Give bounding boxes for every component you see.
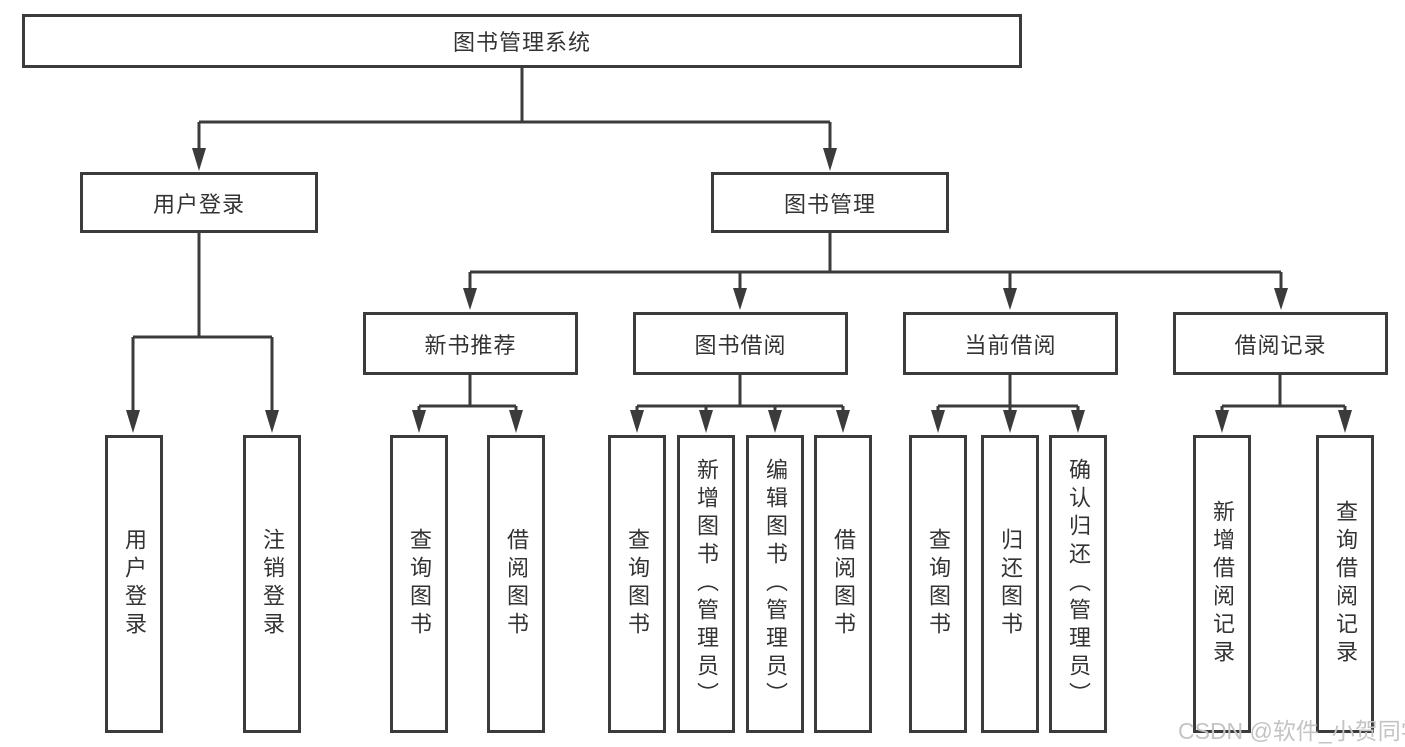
node-current-borrow: 当前借阅 [903, 312, 1118, 375]
leaf-current-query-books-label: 查询图书 [926, 528, 951, 640]
leaf-borrow-add-books-admin-label: 新增图书（管理员） [694, 458, 719, 710]
node-new-book-recommend-label: 新书推荐 [424, 332, 517, 358]
node-book-borrow: 图书借阅 [633, 312, 848, 375]
node-new-book-recommend: 新书推荐 [363, 312, 578, 375]
leaf-newbooks-borrow-books: 借阅图书 [487, 435, 545, 733]
leaf-borrow-borrow-books: 借阅图书 [814, 435, 872, 733]
leaf-borrow-add-books-admin: 新增图书（管理员） [677, 435, 735, 733]
leaf-user-login: 用户登录 [105, 435, 163, 733]
leaf-current-return-books: 归还图书 [981, 435, 1039, 733]
node-user-login-label: 用户登录 [152, 191, 245, 217]
leaf-records-add-record-label: 新增借阅记录 [1210, 500, 1235, 668]
leaf-newbooks-borrow-books-label: 借阅图书 [504, 528, 529, 640]
leaf-current-query-books: 查询图书 [909, 435, 967, 733]
leaf-user-login-label: 用户登录 [122, 528, 147, 640]
leaf-borrow-edit-books-admin-label: 编辑图书（管理员） [763, 458, 788, 710]
node-book-management-label: 图书管理 [783, 191, 876, 217]
leaf-records-query-record-label: 查询借阅记录 [1333, 500, 1358, 668]
leaf-newbooks-query-books-label: 查询图书 [407, 528, 432, 640]
leaf-current-return-books-label: 归还图书 [998, 528, 1023, 640]
leaf-borrow-borrow-books-label: 借阅图书 [831, 528, 856, 640]
leaf-current-confirm-return-admin-label: 确认归还（管理员） [1066, 458, 1091, 710]
node-book-management: 图书管理 [711, 172, 949, 233]
leaf-borrow-query-books-label: 查询图书 [625, 528, 650, 640]
leaf-borrow-edit-books-admin: 编辑图书（管理员） [746, 435, 804, 733]
leaf-records-add-record: 新增借阅记录 [1193, 435, 1251, 733]
leaf-current-confirm-return-admin: 确认归还（管理员） [1049, 435, 1107, 733]
leaf-borrow-query-books: 查询图书 [608, 435, 666, 733]
leaf-newbooks-query-books: 查询图书 [390, 435, 448, 733]
leaf-logout-label: 注销登录 [260, 528, 285, 640]
node-user-login: 用户登录 [80, 172, 318, 233]
node-borrow-records-label: 借阅记录 [1234, 332, 1327, 358]
node-root: 图书管理系统 [22, 14, 1022, 68]
node-current-borrow-label: 当前借阅 [964, 332, 1057, 358]
csdn-watermark: CSDN @软件_小贺同学 [1178, 718, 1405, 744]
leaf-logout: 注销登录 [243, 435, 301, 733]
node-borrow-records: 借阅记录 [1173, 312, 1388, 375]
leaf-records-query-record: 查询借阅记录 [1316, 435, 1374, 733]
node-root-label: 图书管理系统 [452, 30, 591, 55]
node-book-borrow-label: 图书借阅 [694, 332, 787, 358]
